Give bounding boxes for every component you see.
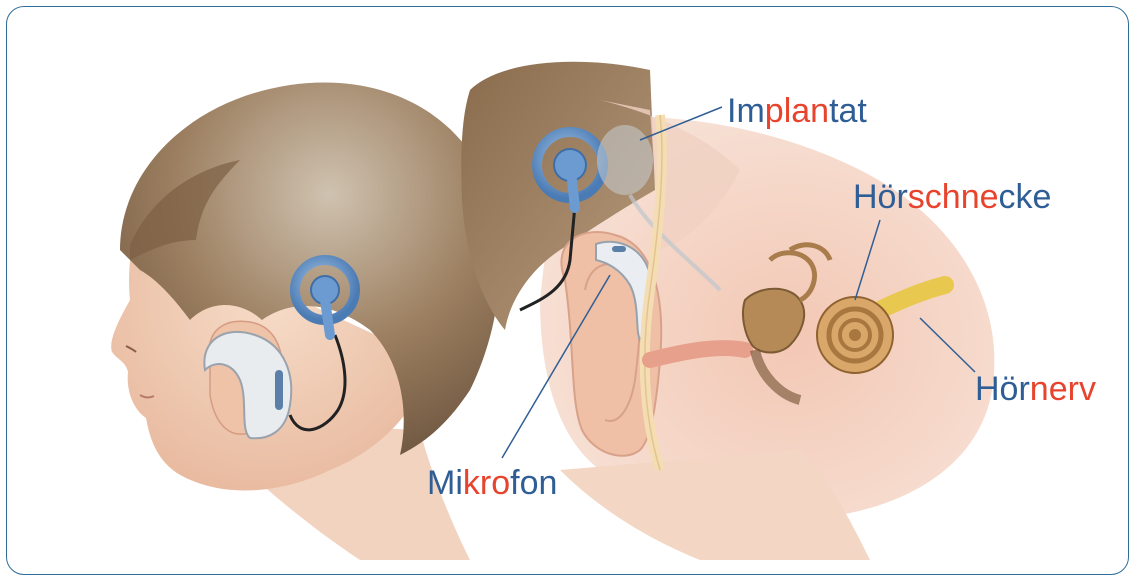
label-implantat-part2: plan bbox=[765, 92, 829, 130]
label-hoernerv-part2: nerv bbox=[1030, 370, 1096, 408]
label-hoerschnecke: Hörschnecke bbox=[853, 180, 1051, 214]
label-mikrofon: Mikrofon bbox=[427, 466, 557, 500]
label-mikrofon-part3: fon bbox=[510, 464, 557, 502]
label-hoerschnecke-part3: cke bbox=[999, 178, 1052, 216]
label-hoerschnecke-part1: Hör bbox=[853, 178, 908, 216]
label-mikrofon-part1: Mi bbox=[427, 464, 463, 502]
label-implantat: Implantat bbox=[727, 94, 867, 128]
label-hoernerv-part1: Hör bbox=[975, 370, 1030, 408]
label-hoerschnecke-part2: schne bbox=[908, 178, 999, 216]
label-implantat-part1: Im bbox=[727, 92, 765, 130]
label-mikrofon-part2: kro bbox=[463, 464, 510, 502]
label-hoernerv: Hörnerv bbox=[975, 372, 1096, 406]
label-implantat-part3: tat bbox=[829, 92, 867, 130]
